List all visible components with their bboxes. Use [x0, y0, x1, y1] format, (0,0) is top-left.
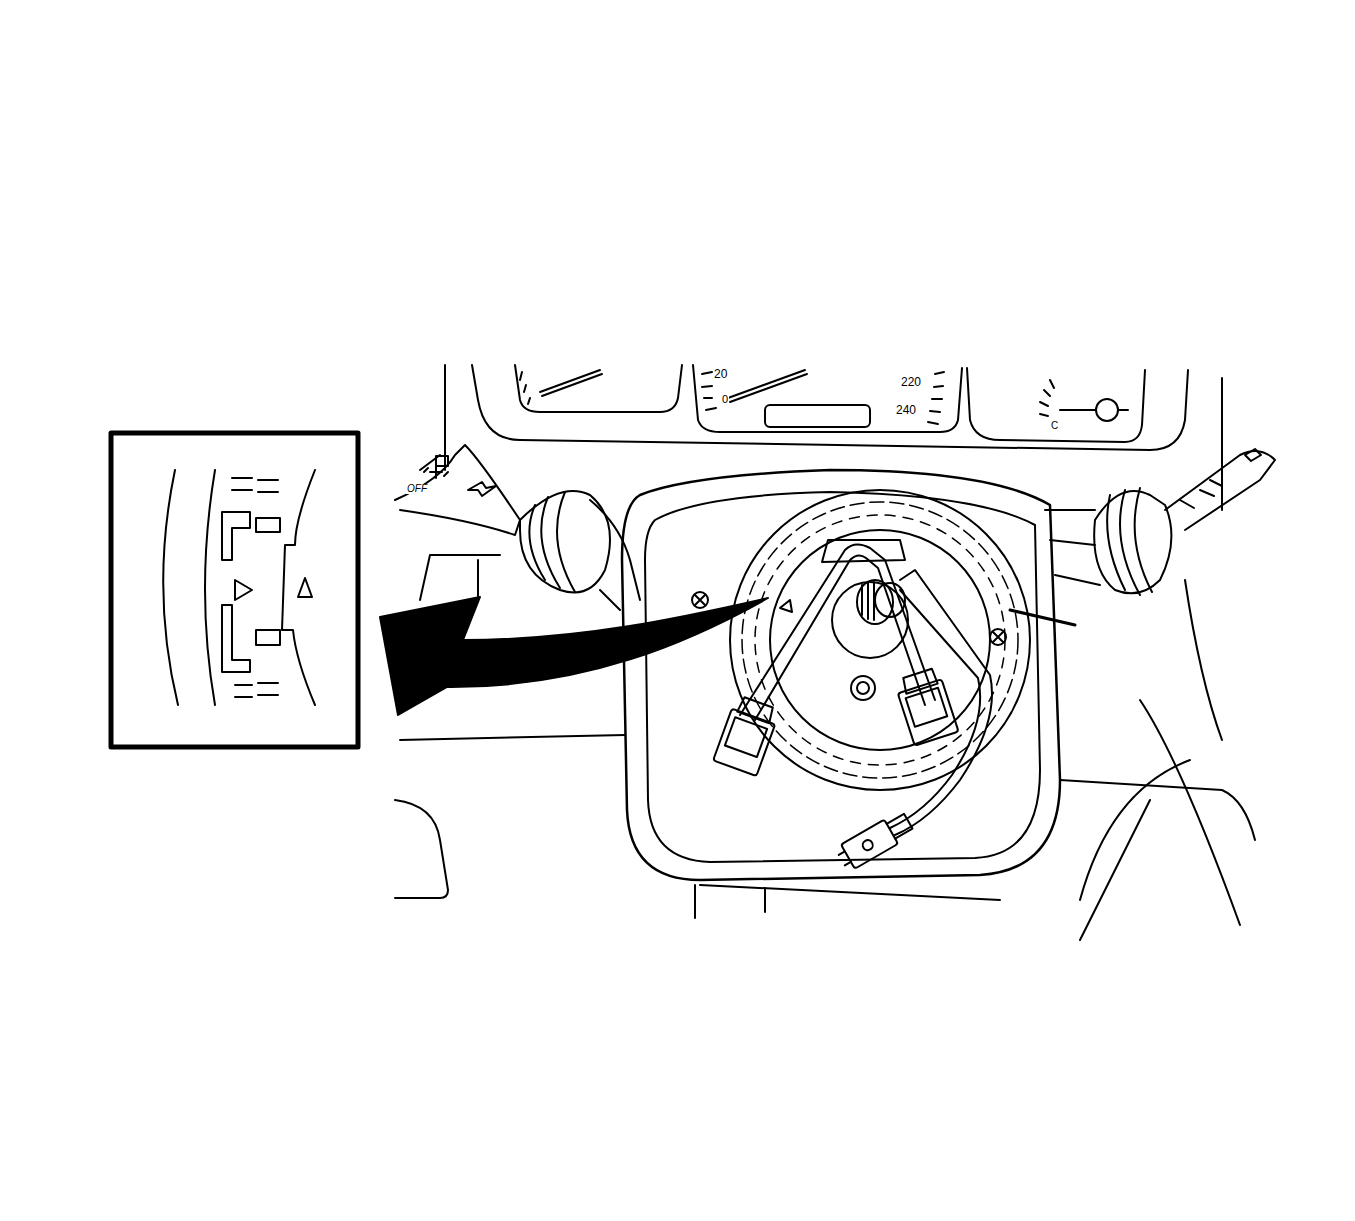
gauge-label: 20	[713, 368, 728, 380]
gauge-label: 0	[721, 394, 729, 405]
gauge-label: C	[1050, 421, 1059, 431]
gauge-label: OFF	[406, 484, 428, 494]
gauge-label: 240	[895, 404, 917, 416]
gauge-label: 220	[900, 376, 922, 388]
